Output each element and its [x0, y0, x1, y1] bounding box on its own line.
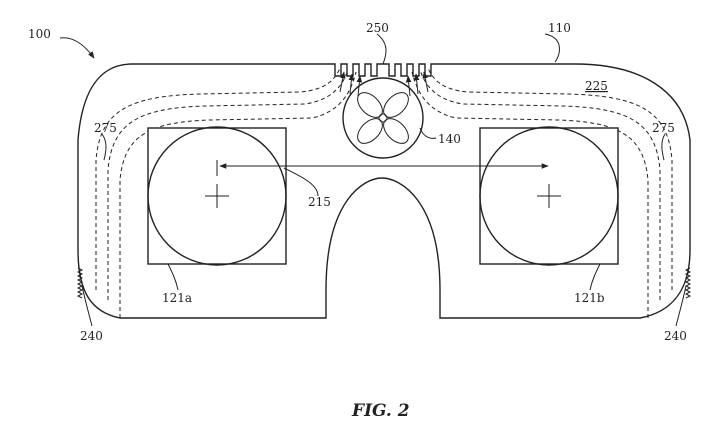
lens-right [479, 126, 619, 266]
airflow-path-left-middle [107, 69, 349, 300]
airflow-path-right-outer [427, 67, 673, 290]
label-device: 100 [28, 27, 51, 41]
airflow-path-right-middle [419, 69, 661, 300]
airflow-path-right-inner [411, 71, 649, 318]
label-cavity: 225 [585, 79, 608, 93]
label-fan: 140 [438, 132, 461, 146]
airflow-path-left-outer [95, 67, 341, 290]
label-distance: 215 [308, 195, 331, 209]
distance-arrow [216, 160, 549, 176]
right-vent-teeth [684, 267, 692, 299]
label-housing: 110 [548, 21, 571, 35]
label-lens-right: 121b [574, 291, 605, 305]
label-vents-left: 240 [80, 329, 103, 343]
label-vents-right: 240 [664, 329, 687, 343]
lens-left [147, 126, 287, 266]
left-vent-teeth [76, 267, 84, 299]
label-airflow-right: 275 [652, 121, 675, 135]
label-airflow-left: 275 [94, 121, 117, 135]
airflow-path-left-inner [119, 71, 357, 318]
label-vents-top: 250 [366, 21, 389, 35]
housing-outline [77, 63, 691, 319]
leader-lines [59, 33, 687, 327]
fan-icon [342, 77, 424, 159]
figure-caption: FIG. 2 [351, 401, 410, 421]
label-lens-left: 121a [162, 291, 192, 305]
